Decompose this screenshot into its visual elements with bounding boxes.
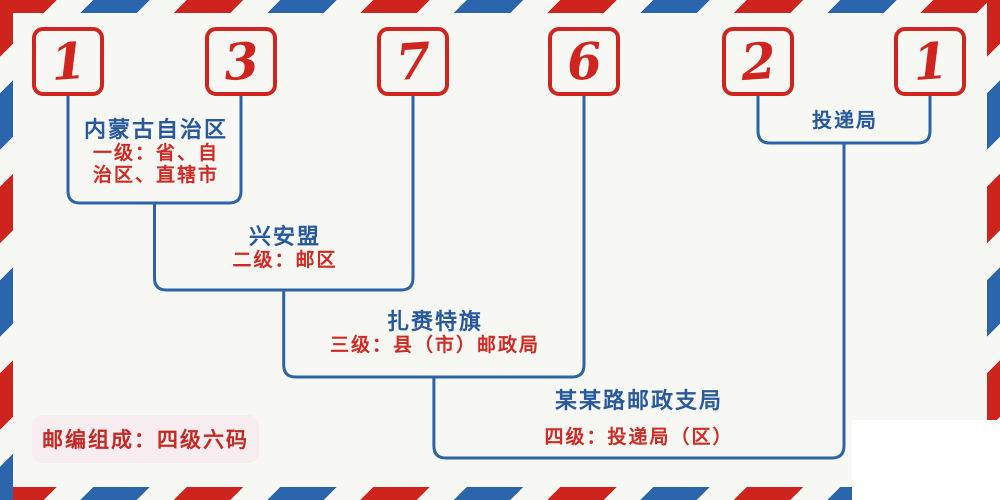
level-4-desc: 四级：投递局（区） [544, 427, 734, 448]
digit-5: 2 [738, 30, 778, 92]
level-3-name: 扎赉特旗 [386, 309, 483, 334]
digit-2: 3 [221, 30, 261, 92]
digit-4: 6 [564, 30, 604, 92]
digit-3: 7 [393, 30, 433, 92]
airmail-border-top [0, 0, 1000, 13]
level-2-desc: 二级：邮区 [232, 250, 338, 271]
digit-box-5: 2 [722, 27, 794, 96]
digit-box-3: 7 [377, 27, 449, 96]
delivery-bureau-text: 投递局 [812, 110, 878, 132]
digit-box-2: 3 [205, 27, 277, 96]
footer-note-badge: 邮编组成：四级六码 [32, 415, 259, 463]
level-2-name: 兴安盟 [248, 224, 321, 249]
digit-6: 1 [910, 30, 950, 92]
digit-box-6: 1 [894, 27, 966, 96]
level-1-label: 内蒙古自治区 一级：省、自 治区、直辖市 [62, 117, 250, 187]
digit-box-4: 6 [548, 27, 620, 96]
airmail-border-left [0, 0, 13, 500]
level-1-desc-line-2: 治区、直辖市 [92, 165, 219, 186]
digit-1: 1 [48, 30, 88, 92]
level-2-label: 兴安盟 二级：邮区 [185, 224, 385, 272]
level-3-desc: 三级：县（市）邮政局 [329, 335, 540, 356]
level-4-label: 某某路邮政支局 四级：投递局（区） [484, 388, 794, 449]
digit-box-1: 1 [32, 27, 104, 96]
footer-note-text: 邮编组成：四级六码 [42, 428, 249, 452]
level-4-name: 某某路邮政支局 [554, 388, 723, 413]
bracket-delivery [756, 95, 932, 145]
airmail-border-bottom [0, 487, 1000, 500]
airmail-border-right [987, 0, 1000, 500]
delivery-bureau-label: 投递局 [775, 108, 915, 134]
corner-white-mask [852, 420, 1000, 500]
bracket-level-4 [432, 143, 846, 460]
level-3-label: 扎赉特旗 三级：县（市）邮政局 [275, 309, 595, 357]
level-1-name: 内蒙古自治区 [83, 117, 228, 142]
level-1-desc-line-1: 一级：省、自 [92, 143, 219, 164]
